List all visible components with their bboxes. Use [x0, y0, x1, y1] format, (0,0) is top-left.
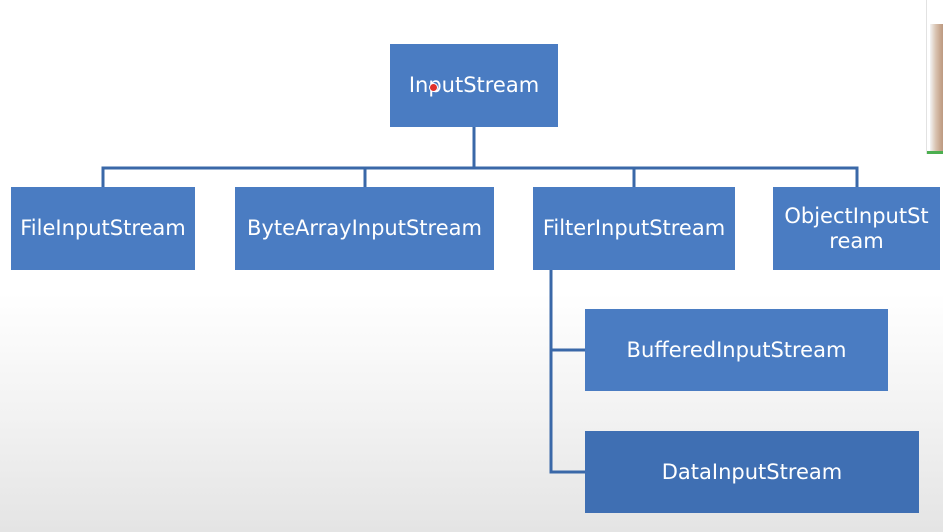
webcam-overlay — [926, 0, 943, 154]
webcam-status-bar — [927, 151, 943, 154]
node-bufferedinputstream: BufferedInputStream — [585, 309, 888, 391]
pointer-cursor-icon — [429, 83, 438, 92]
node-objectinputstream: ObjectInputStream — [773, 187, 940, 270]
node-fileinputstream: FileInputStream — [11, 187, 195, 270]
node-datainputstream: DataInputStream — [585, 431, 919, 513]
node-filterinputstream: FilterInputStream — [533, 187, 735, 270]
webcam-video-icon — [930, 24, 943, 152]
node-bytearrayinputstream: ByteArrayInputStream — [235, 187, 494, 270]
node-inputstream: InputStream — [390, 44, 558, 127]
